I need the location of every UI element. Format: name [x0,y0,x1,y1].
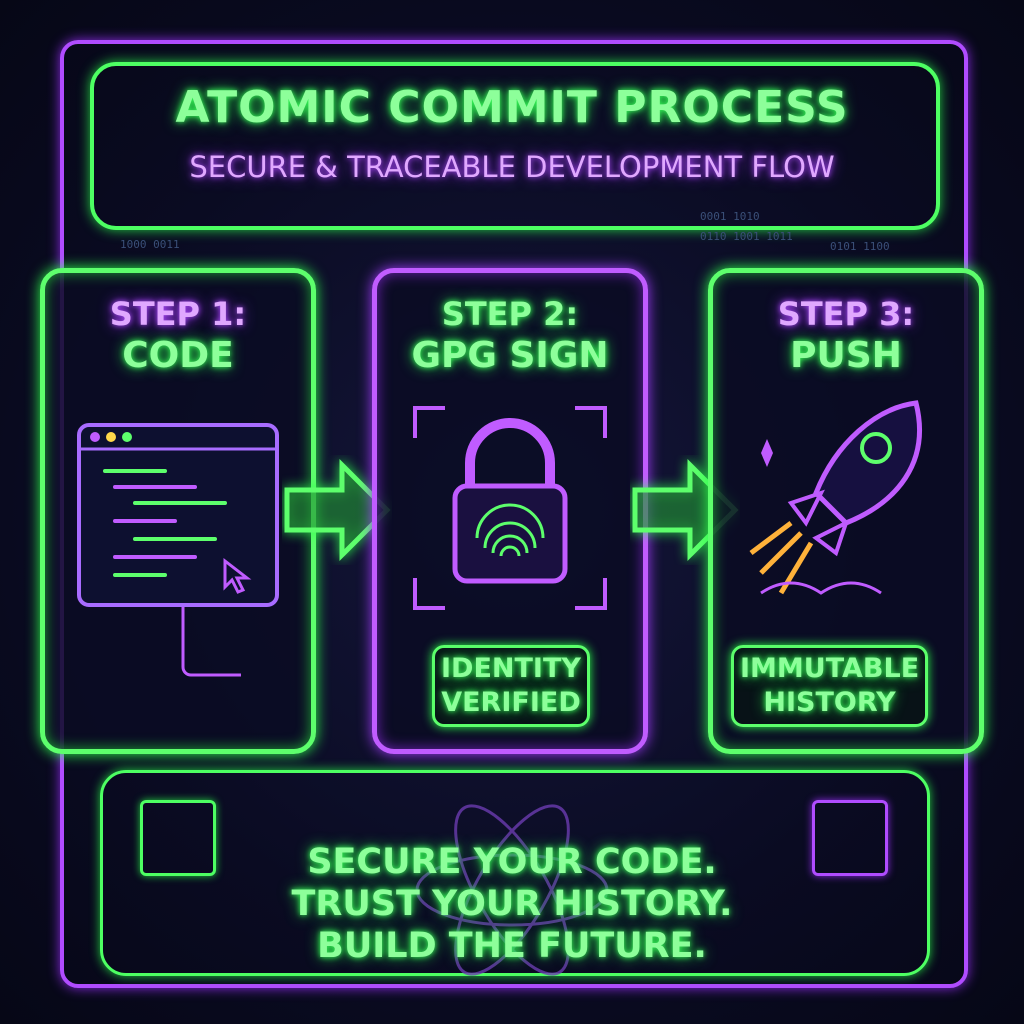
step-1-panel: STEP 1: CODE [40,268,316,754]
atom-icon [415,804,609,976]
step-1-name: CODE [122,335,234,376]
inner-frame-green [100,770,930,976]
badge-line: VERIFIED [441,687,581,718]
step-2-label: STEP 2: [441,295,579,333]
tagline-line-3: BUILD THE FUTURE. [317,926,707,966]
binary-decor: 0101 1100 [830,240,890,253]
code-editor-icon [77,423,279,677]
arrow-right-icon [284,458,391,562]
step-2-name: GPG SIGN [411,335,609,376]
badge-line: HISTORY [763,687,896,718]
identity-verified-badge: IDENTITY VERIFIED [432,645,590,727]
binary-decor: 0001 1010 [700,210,760,223]
tagline-line-2: TRUST YOUR HISTORY. [291,884,733,924]
rocket-icon [749,400,922,595]
immutable-history-badge: IMMUTABLE HISTORY [731,645,929,727]
step-3-label: STEP 3: [777,295,915,333]
step-2-panel: STEP 2: GPG SIGN IDENTITY VERIFIED [372,268,648,754]
tagline-line-1: SECURE YOUR CODE. [307,842,717,882]
page-subtitle: SECURE & TRACEABLE DEVELOPMENT FLOW [189,150,835,184]
page-title: ATOMIC COMMIT PROCESS [175,82,849,133]
chip-icon [140,800,216,876]
binary-decor: 1000 0011 [120,238,180,251]
badge-line: IDENTITY [441,653,581,684]
step-1-label: STEP 1: [109,295,247,333]
step-3-name: PUSH [790,335,902,376]
step-3-panel: STEP 3: PUSH IMMUTABLE HISTORY [708,268,984,754]
outer-frame-green [90,62,940,230]
binary-decor: 0110 1001 1011 [700,230,793,243]
fingerprint-lock-icon [413,406,607,610]
badge-line: IMMUTABLE [740,653,920,684]
chip-icon [812,800,888,876]
